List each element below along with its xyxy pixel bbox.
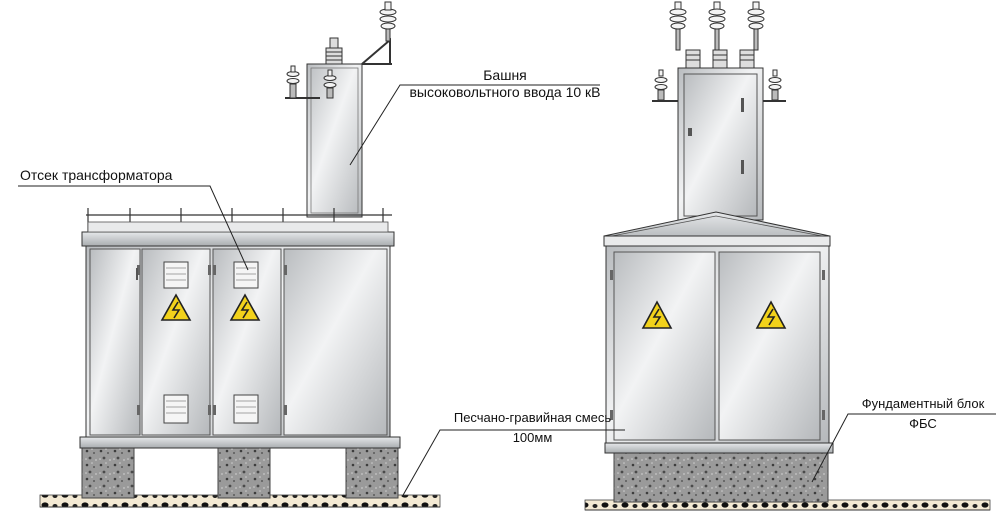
label-hv-tower-line2: высоковольтного ввода 10 кВ xyxy=(409,84,601,100)
tower-insulators-right xyxy=(685,49,755,69)
callout-tower xyxy=(349,84,600,166)
top-insulator-left xyxy=(379,1,397,42)
label-hv-tower-line1: Башня xyxy=(483,67,527,83)
tower-door-right xyxy=(683,73,758,217)
label-transformer-compartment: Отсек трансформатора xyxy=(20,167,173,183)
foundation-block-3 xyxy=(345,447,399,499)
door-right-2 xyxy=(718,251,821,441)
top-insulators-right xyxy=(669,1,765,51)
door-1 xyxy=(89,248,141,436)
label-foundation-block: Фундаментный блок ФБС xyxy=(848,394,998,434)
label-sand-gravel-line1: Песчано-гравийная смесь xyxy=(453,410,612,425)
label-sand-gravel-line2: 100мм xyxy=(512,430,553,445)
foundation-block-2 xyxy=(217,447,271,499)
roof-left xyxy=(81,231,395,247)
label-sand-gravel: Песчано-гравийная смесь 100мм xyxy=(440,408,625,448)
base-frame-left xyxy=(79,436,401,449)
label-foundation-line2: ФБС xyxy=(909,416,937,431)
callout-lines xyxy=(18,84,996,498)
side-insulators-right xyxy=(652,69,786,102)
tower-insulators-left xyxy=(325,37,343,65)
side-insulator-left xyxy=(285,65,320,99)
callout-sand xyxy=(401,429,625,498)
label-hv-tower: Башня высоковольтного ввода 10 кВ xyxy=(400,67,610,101)
callout-foundation xyxy=(811,413,996,483)
base-frame-right xyxy=(604,442,834,454)
roof-railing-left xyxy=(86,208,392,232)
callout-compartment xyxy=(18,185,249,271)
tower-bracket-left xyxy=(361,37,392,65)
warning-sign-left-2 xyxy=(229,293,261,321)
label-foundation-line1: Фундаментный блок xyxy=(861,396,985,411)
foundation-block-fbs xyxy=(613,451,829,503)
side-insulator-tower xyxy=(323,69,337,99)
door-4 xyxy=(283,248,388,436)
foundation-block-1 xyxy=(81,447,135,499)
warning-sign-right-2 xyxy=(755,300,787,329)
warning-sign-right-1 xyxy=(641,300,673,329)
warning-sign-left-1 xyxy=(160,293,192,321)
door-right-1 xyxy=(613,251,716,441)
